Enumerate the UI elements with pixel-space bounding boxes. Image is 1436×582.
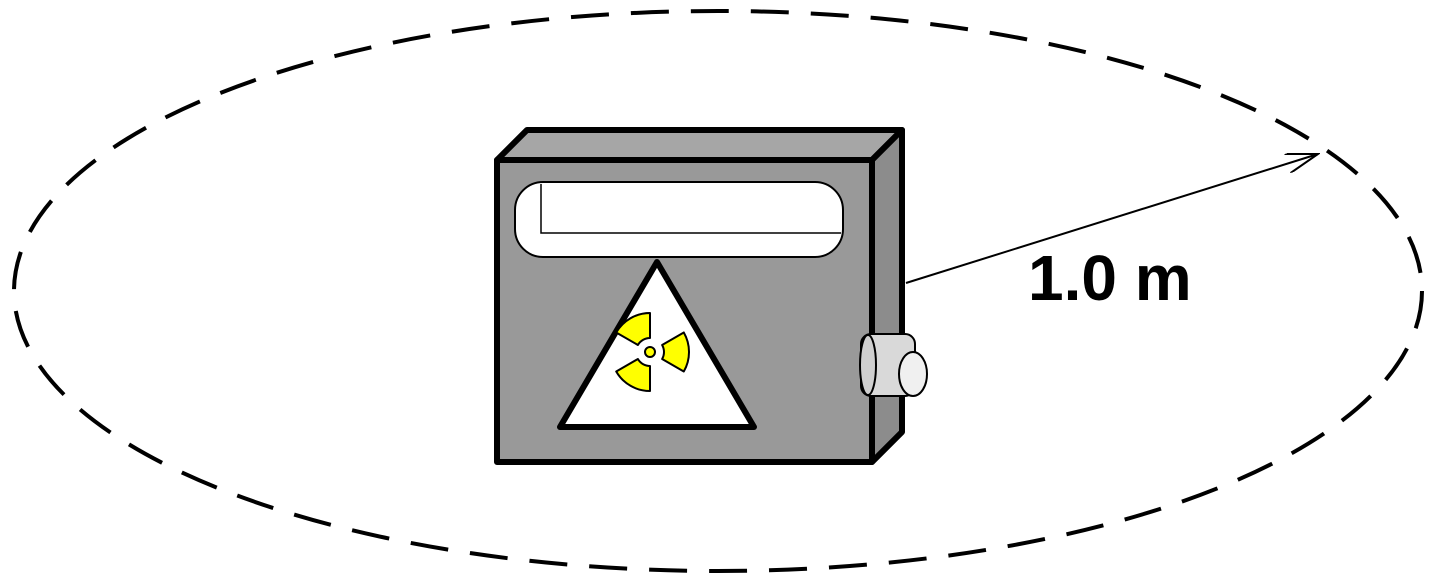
source-box-side-face	[872, 130, 902, 462]
side-knob	[860, 334, 927, 396]
display-window	[515, 182, 843, 257]
source-box-top-face	[497, 130, 902, 160]
distance-label: 1.0 m	[1028, 242, 1192, 314]
